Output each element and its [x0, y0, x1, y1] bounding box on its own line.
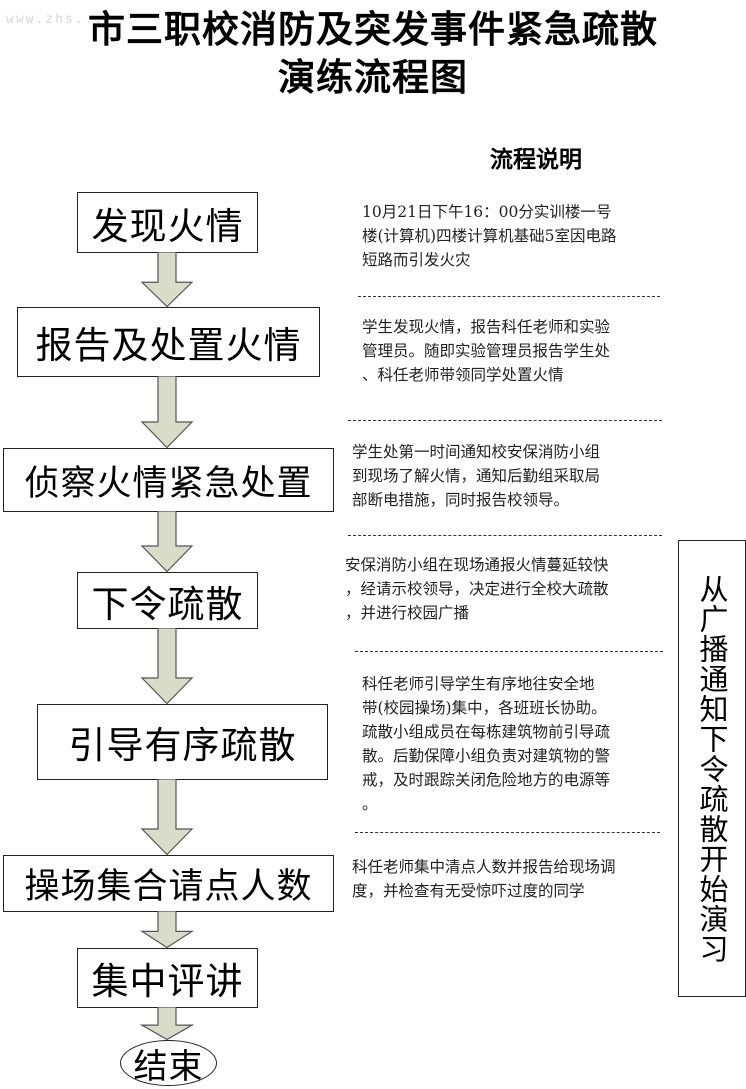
down-arrow-icon	[140, 778, 194, 856]
step-end: 结束	[120, 1040, 217, 1087]
description-line: 带(校园操场)集中，各班班长协助。	[362, 699, 607, 717]
down-arrow-icon	[140, 375, 194, 449]
step-review: 集中评讲	[77, 948, 258, 1008]
step-label: 下令疏散	[91, 582, 244, 626]
description-line: ，并进行校园广播	[345, 604, 470, 622]
description-line: 戒，及时跟踪关闭危险地方的电源等	[362, 771, 611, 789]
down-arrow-icon	[139, 910, 195, 949]
description-line: ，经请示校领导，决定进行全校大疏散	[345, 580, 609, 598]
step-description: 学生处第一时间通知校安保消防小组到现场了解火情，通知后勤组采取局部断电措施，同时…	[352, 440, 600, 512]
description-line: 学生处第一时间通知校安保消防小组	[352, 443, 601, 461]
description-heading: 流程说明	[490, 147, 582, 173]
side-note-text: 从广播通知下令疏散开始演习	[695, 573, 729, 964]
step-assemble-headcount: 操场集合请点人数	[3, 855, 334, 912]
description-line: 、科任老师带领同学处置火情	[362, 366, 564, 384]
divider	[358, 296, 660, 297]
description-line: 学生发现火情，报告科任老师和实验	[362, 318, 611, 336]
step-description: 科任老师引导学生有序地往安全地带(校园操场)集中，各班班长协助。疏散小组成员在每…	[362, 672, 610, 816]
description-line: 。	[362, 795, 378, 813]
step-discover-fire: 发现火情	[77, 192, 258, 253]
watermark: www.zhs...	[6, 12, 105, 27]
divider	[348, 420, 662, 421]
description-line: 到现场了解火情，通知后勤组采取局	[352, 467, 601, 485]
description-line: 部断电措施，同时报告校领导。	[352, 491, 570, 509]
description-line: 10月21日下午16：00分实训楼一号	[362, 203, 612, 221]
description-line: 疏散小组成员在每栋建筑物前引导疏	[362, 723, 611, 741]
step-label: 侦察火情紧急处置	[24, 463, 313, 504]
title-line-2: 演练流程图	[278, 56, 468, 99]
description-line: 科任老师引导学生有序地往安全地	[362, 675, 595, 693]
description-line: 楼(计算机)四楼计算机基础5室因电路	[362, 227, 617, 245]
step-label: 报告及处置火情	[35, 324, 302, 367]
step-report-handle-fire: 报告及处置火情	[17, 307, 320, 377]
step-guided-evacuation: 引导有序疏散	[37, 704, 328, 780]
step-label: 结束	[133, 1046, 204, 1087]
down-arrow-icon	[140, 251, 194, 308]
step-label: 引导有序疏散	[68, 724, 297, 767]
step-label: 集中评讲	[91, 960, 244, 1003]
step-description: 学生发现火情，报告科任老师和实验管理员。随即实验管理员报告学生处、科任老师带领同…	[362, 315, 610, 387]
divider	[355, 832, 660, 833]
step-description: 安保消防小组在现场通报火情蔓延较快 ，经请示校领导，决定进行全校大疏散 ，并进行校园…	[345, 553, 609, 625]
down-arrow-icon	[139, 1006, 195, 1041]
divider	[355, 651, 663, 652]
down-arrow-icon	[140, 510, 194, 573]
description-line: 安保消防小组在现场通报火情蔓延较快	[345, 556, 609, 574]
description-line: 度，并检查有无受惊吓过度的同学	[352, 882, 585, 900]
description-line: 科任老师集中清点人数并报告给现场调	[352, 858, 616, 876]
step-order-evacuation: 下令疏散	[77, 572, 258, 629]
down-arrow-icon	[140, 627, 194, 705]
step-investigate-emergency: 侦察火情紧急处置	[3, 448, 334, 512]
step-label: 操场集合请点人数	[24, 867, 313, 907]
title-line-1: 市三职校消防及突发事件紧急疏散	[88, 8, 658, 51]
side-note-box: 从广播通知下令疏散开始演习	[678, 540, 746, 997]
description-line: 管理员。随即实验管理员报告学生处	[362, 342, 611, 360]
step-label: 发现火情	[91, 204, 244, 248]
description-line: 散。后勤保障小组负责对建筑物的警	[362, 747, 611, 765]
step-description: 科任老师集中清点人数并报告给现场调度，并检查有无受惊吓过度的同学	[352, 855, 616, 903]
divider	[348, 535, 662, 536]
description-line: 短路而引发火灾	[362, 251, 471, 269]
step-description: 10月21日下午16：00分实训楼一号楼(计算机)四楼计算机基础5室因电路短路而…	[362, 200, 616, 272]
